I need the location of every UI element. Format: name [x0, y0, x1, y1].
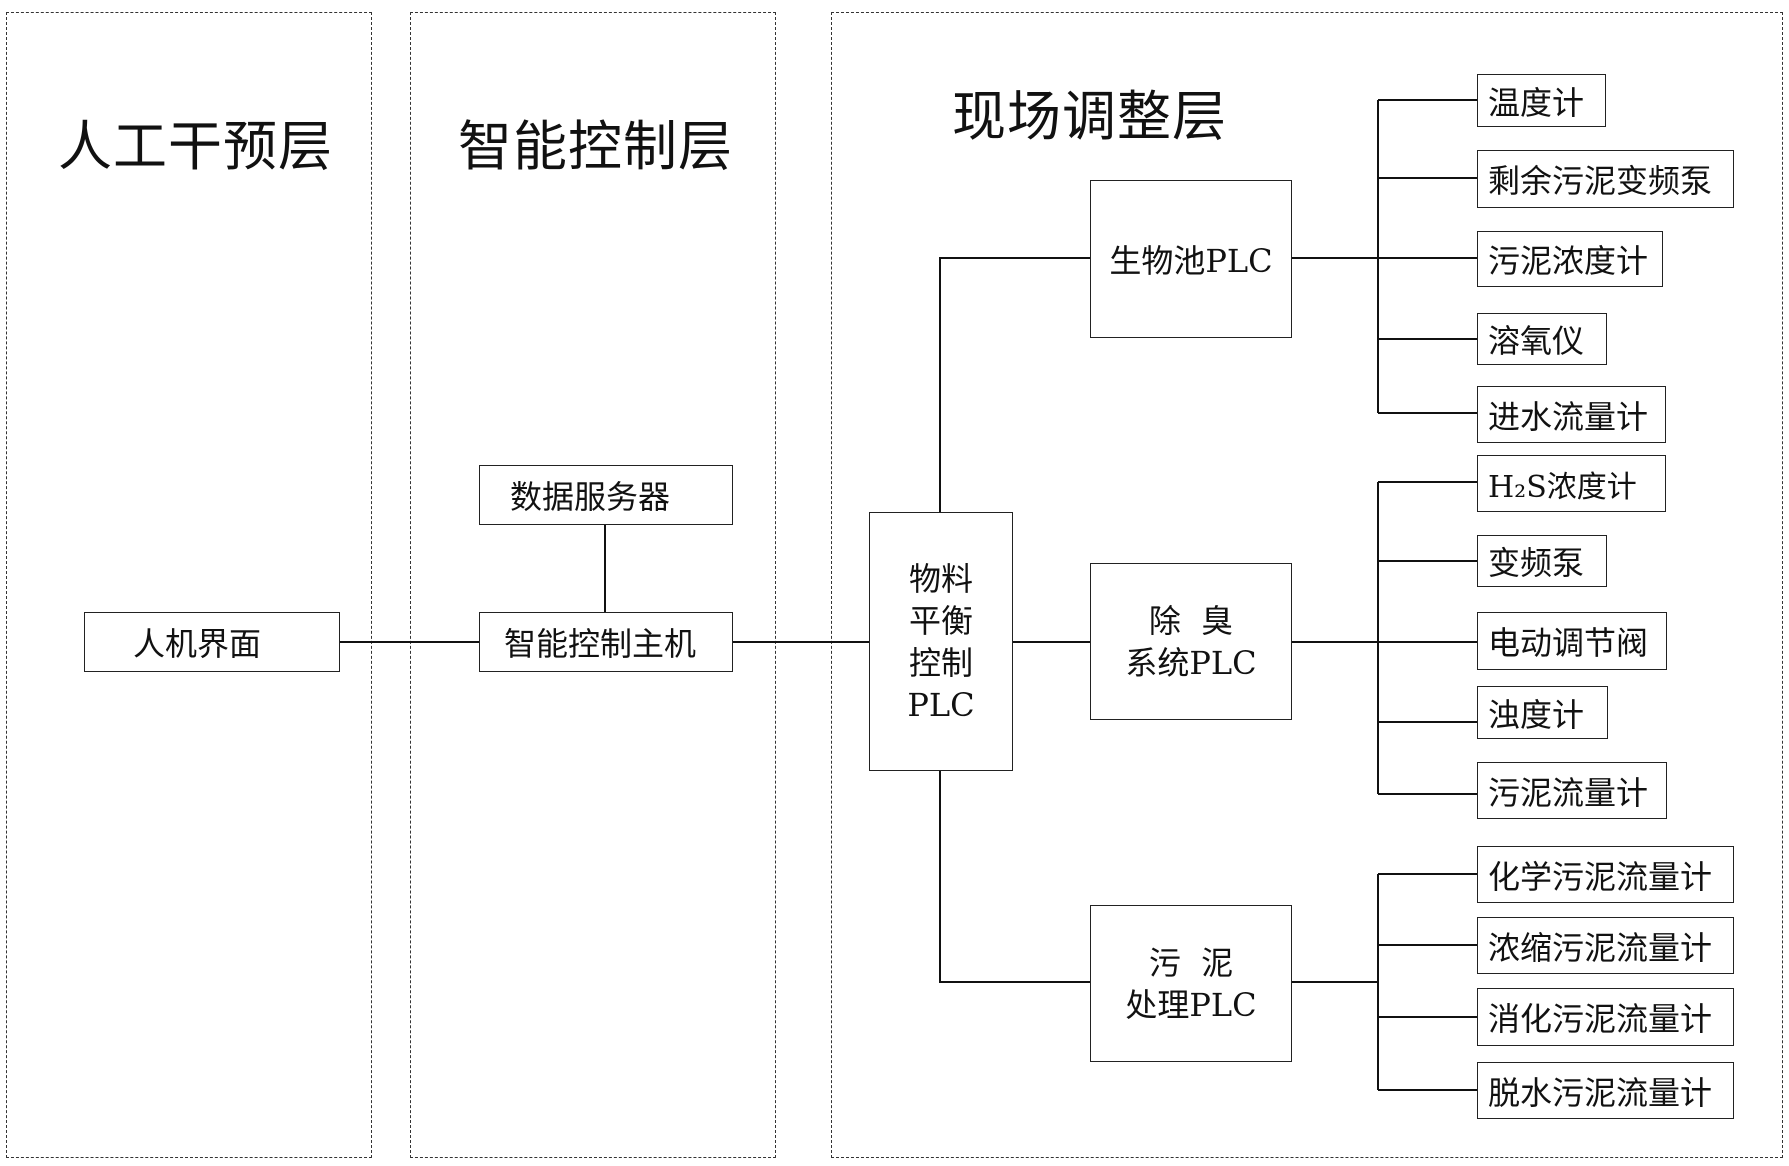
- device-sludge-flowmeter[interactable]: 污泥流量计: [1477, 762, 1667, 819]
- field-layer-title: 现场调整层: [952, 85, 1227, 148]
- deodor-plc-line-2: 系统PLC: [1125, 643, 1257, 682]
- device-sludge-concentration-meter[interactable]: 污泥浓度计: [1477, 231, 1663, 287]
- manual-intervention-layer: [6, 12, 372, 1158]
- deodorization-plc-box[interactable]: 除 臭 系统PLC: [1090, 563, 1292, 720]
- sludge-treatment-plc-box[interactable]: 污 泥 处理PLC: [1090, 905, 1292, 1062]
- device-digested-sludge-flowmeter[interactable]: 消化污泥流量计: [1477, 988, 1734, 1046]
- bio-tank-plc-box[interactable]: 生物池PLC: [1090, 180, 1292, 338]
- device-dissolved-oxygen-meter[interactable]: 溶氧仪: [1477, 313, 1607, 365]
- device-chemical-sludge-flowmeter[interactable]: 化学污泥流量计: [1477, 846, 1734, 903]
- field-adjustment-layer: [831, 12, 1783, 1158]
- smart-control-host-box[interactable]: 智能控制主机: [479, 612, 733, 672]
- balance-plc-line-3: 控制: [908, 643, 973, 682]
- deodor-plc-line-1: 除 臭: [1148, 601, 1234, 640]
- hmi-box[interactable]: 人机界面: [84, 612, 340, 672]
- device-thermometer[interactable]: 温度计: [1477, 74, 1606, 127]
- smart-control-layer: [410, 12, 776, 1158]
- device-thickened-sludge-flowmeter[interactable]: 浓缩污泥流量计: [1477, 917, 1734, 974]
- material-balance-plc-label: 物料 平衡 控制 PLC: [907, 558, 974, 726]
- device-dewatered-sludge-flowmeter[interactable]: 脱水污泥流量计: [1477, 1062, 1734, 1119]
- sludge-plc-line-1: 污 泥: [1148, 943, 1234, 982]
- sludge-treatment-plc-label: 污 泥 处理PLC: [1125, 942, 1256, 1026]
- device-vfd-pump[interactable]: 变频泵: [1477, 535, 1607, 587]
- device-h2s-concentration-meter[interactable]: H₂S浓度计: [1477, 455, 1666, 512]
- device-excess-sludge-vfd-pump[interactable]: 剩余污泥变频泵: [1477, 150, 1734, 208]
- balance-plc-line-1: 物料: [908, 559, 973, 598]
- device-inflow-flowmeter[interactable]: 进水流量计: [1477, 386, 1666, 443]
- manual-layer-title: 人工干预层: [58, 115, 333, 178]
- sludge-plc-line-2: 处理PLC: [1125, 985, 1257, 1024]
- balance-plc-line-4: PLC: [907, 685, 975, 724]
- deodorization-plc-label: 除 臭 系统PLC: [1125, 600, 1256, 684]
- device-electric-control-valve[interactable]: 电动调节阀: [1477, 612, 1667, 670]
- data-server-box[interactable]: 数据服务器: [479, 465, 733, 525]
- smart-layer-title: 智能控制层: [458, 115, 733, 178]
- balance-plc-line-2: 平衡: [908, 601, 973, 640]
- device-turbidity-meter[interactable]: 浊度计: [1477, 686, 1608, 739]
- material-balance-plc-box[interactable]: 物料 平衡 控制 PLC: [869, 512, 1013, 771]
